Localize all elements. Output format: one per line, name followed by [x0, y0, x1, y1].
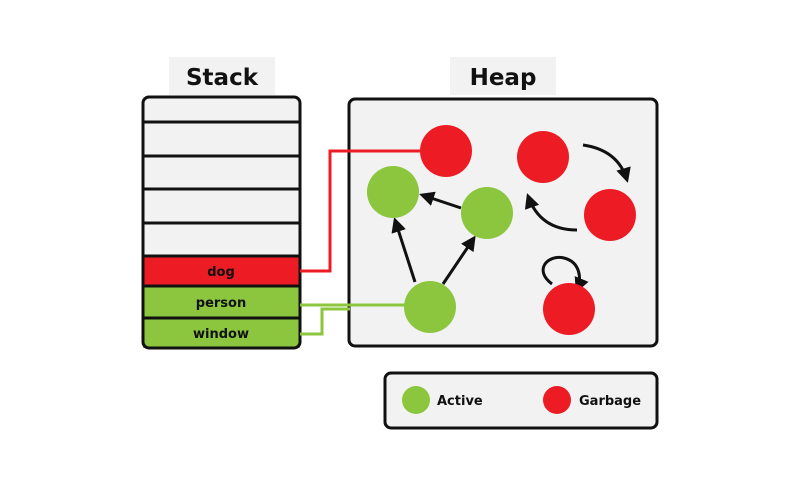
active-object: [461, 187, 513, 239]
stack-slot-3: [143, 156, 300, 189]
garbage-object: [543, 283, 595, 335]
legend-garbage-swatch: [543, 386, 571, 414]
cycle-arrow: [582, 143, 631, 183]
self-reference-arrow: [541, 255, 589, 293]
stack-slot-person: [143, 286, 300, 318]
window-reference-line: [300, 307, 350, 336]
stack-title: Stack: [186, 65, 259, 91]
legend-box: [383, 371, 659, 430]
stack-slot-dog: [143, 256, 300, 286]
stack-slot-window: [143, 318, 300, 348]
garbage-object: [420, 125, 472, 177]
stack-slot-label: window: [193, 327, 249, 342]
garbage-object: [517, 131, 569, 183]
stack: dog person window: [141, 95, 302, 350]
legend-garbage-label: Garbage: [579, 394, 641, 409]
stack-slot-5: [143, 223, 300, 256]
heap-title-tab: [450, 57, 556, 95]
garbage-object: [584, 189, 636, 241]
stack-slot-2: [143, 122, 300, 156]
stack-title-tab: [169, 57, 275, 95]
active-object: [367, 166, 419, 218]
stack-border: [141, 95, 302, 350]
cycle-arrow: [524, 193, 578, 232]
legend: Active Garbage: [383, 371, 659, 430]
reference-arrow: [441, 235, 476, 285]
stack-slot-label: person: [196, 296, 246, 311]
reference-arrow: [391, 217, 417, 283]
reference-arrow: [419, 191, 462, 210]
stack-slot-label: dog: [207, 265, 235, 280]
legend-active-label: Active: [437, 394, 483, 409]
dog-reference-line: [300, 149, 420, 273]
legend-active-swatch: [402, 386, 430, 414]
heap-title: Heap: [470, 65, 537, 91]
stack-slot-1: [143, 97, 300, 122]
active-object: [404, 281, 456, 333]
stack-slot-4: [143, 189, 300, 223]
